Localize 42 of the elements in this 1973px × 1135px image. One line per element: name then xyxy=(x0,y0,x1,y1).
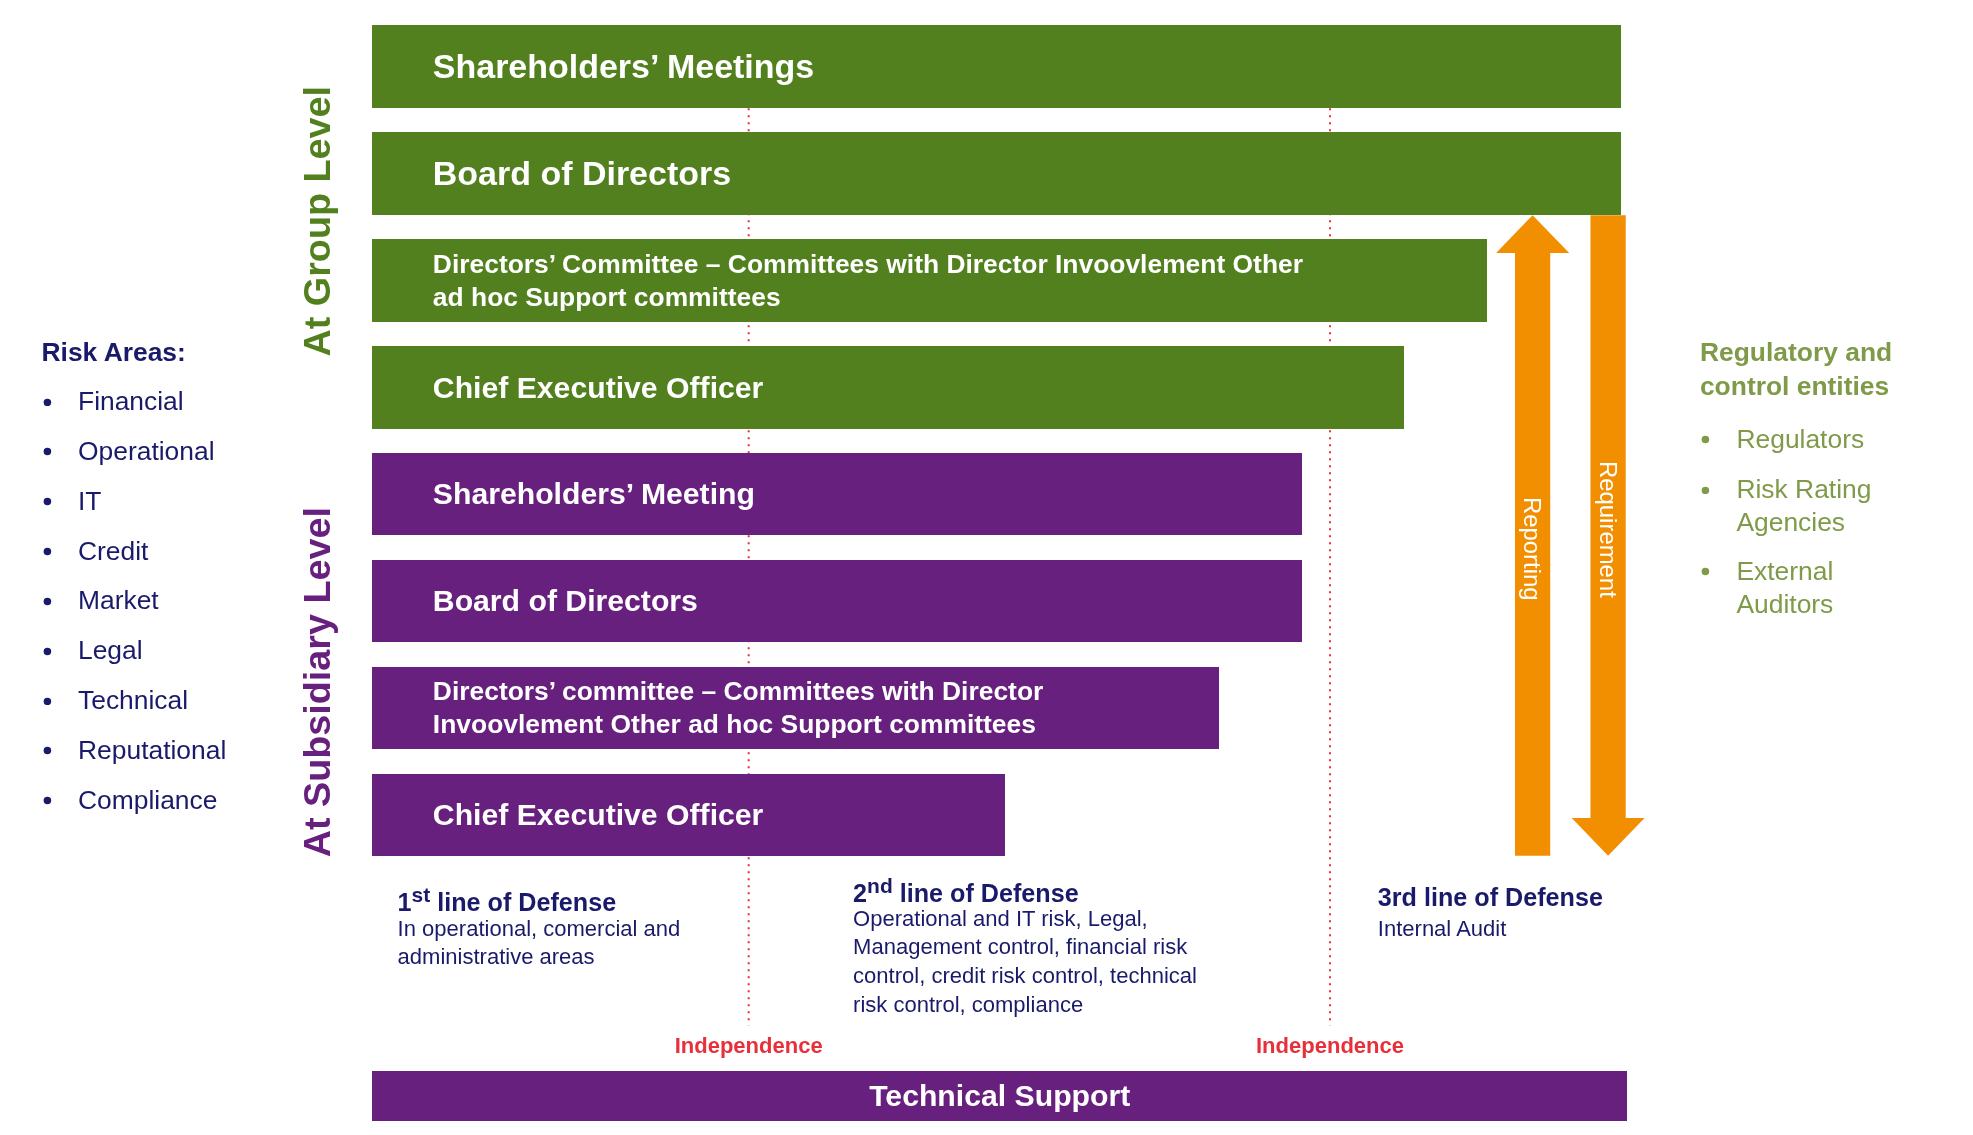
org-bar xyxy=(372,132,1621,216)
org-bar xyxy=(372,1070,1627,1122)
level-heading: At Group Level xyxy=(299,85,338,357)
level-heading: At Subsidiary Level xyxy=(299,507,338,858)
list-item: Technical xyxy=(78,684,189,717)
org-bar xyxy=(372,559,1303,642)
list-heading: Regulatory and control entities xyxy=(1699,335,1894,404)
org-bar xyxy=(372,453,1303,535)
list-item: Compliance xyxy=(78,783,218,817)
bar-label: Board of Directors xyxy=(432,582,698,619)
list-item: Legal xyxy=(78,634,143,668)
list-item: Risk Rating Agencies xyxy=(1736,473,1873,540)
independence-note: Independence xyxy=(674,1031,823,1060)
list-item: Credit xyxy=(78,534,149,568)
list-item: Reputational xyxy=(78,733,227,767)
bar-label: Chief Executive Officer xyxy=(432,369,764,406)
edge-label: Requirement xyxy=(1595,460,1621,598)
list-item: External Auditors xyxy=(1736,554,1835,621)
list-heading: Risk Areas: xyxy=(41,335,186,369)
bar-label: Technical Support xyxy=(869,1078,1131,1115)
bar-label: Board of Directors xyxy=(432,153,732,195)
org-bar xyxy=(372,773,1006,856)
bar-label: Shareholders’ Meetings xyxy=(432,46,815,88)
bar-label: Directors’ Committee – Committees with Director Invoovlement Other ad hoc Support committees xyxy=(432,247,1304,314)
org-bar xyxy=(372,666,1220,749)
list-item: Operational xyxy=(78,434,215,468)
block-arrow xyxy=(1496,215,1570,856)
edge-label: Reporting xyxy=(1520,497,1546,601)
org-bar xyxy=(372,25,1621,109)
bar-label: Shareholders’ Meeting xyxy=(432,476,755,512)
block-arrow xyxy=(1571,215,1645,856)
org-bar xyxy=(372,346,1405,430)
defense-description: Internal Audit xyxy=(1377,914,1507,943)
defense-heading: 3rd line of Defense xyxy=(1377,881,1603,913)
bar-label: Directors’ committee – Committees with Director Invoovlement Other ad hoc Support committees xyxy=(432,674,1045,741)
list-item: Regulators xyxy=(1736,422,1866,456)
list-item: Market xyxy=(78,584,159,618)
org-bar xyxy=(372,239,1488,323)
bar-label: Chief Executive Officer xyxy=(432,796,764,833)
list-item: IT xyxy=(78,484,102,518)
list-item: Financial xyxy=(78,385,184,419)
independence-note: Independence xyxy=(1256,1031,1404,1060)
